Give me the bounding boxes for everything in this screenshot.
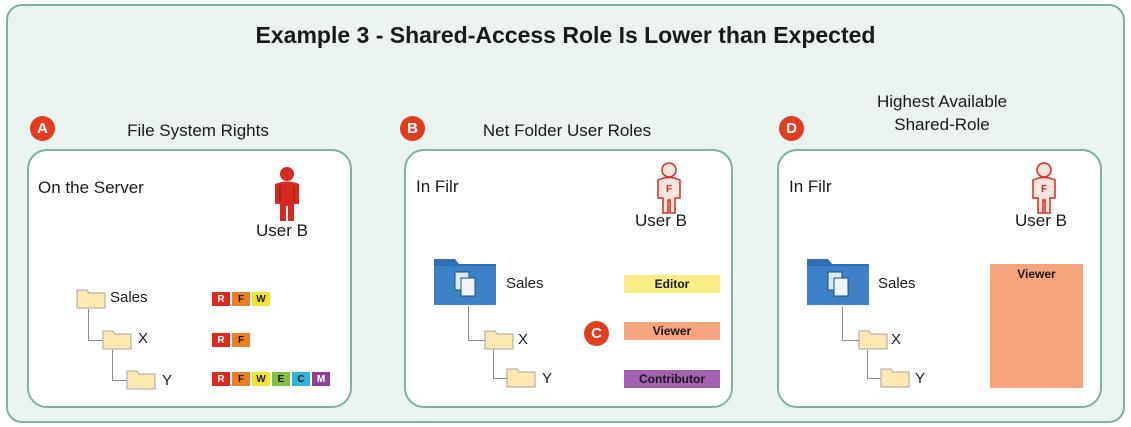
folder-icon bbox=[506, 368, 536, 388]
svg-text:F: F bbox=[1041, 184, 1047, 195]
folder-label: Y bbox=[542, 370, 553, 387]
tree-connector bbox=[468, 306, 485, 341]
panel-d-user: User B bbox=[1015, 211, 1067, 230]
tree-connector bbox=[842, 306, 859, 341]
folder-label: Sales bbox=[878, 275, 916, 292]
rights-sales: R F W bbox=[212, 292, 270, 306]
svg-text:F: F bbox=[666, 184, 672, 195]
folder-label: X bbox=[891, 331, 902, 348]
folder-label: Y bbox=[915, 370, 926, 387]
role-viewer-block: Viewer bbox=[990, 264, 1083, 388]
badge-c: C bbox=[584, 321, 609, 346]
tree-connector bbox=[493, 350, 507, 379]
panel-d-location: In Filr bbox=[789, 177, 832, 196]
folder-icon bbox=[76, 289, 106, 309]
right-r: R bbox=[212, 333, 230, 347]
badge-d: D bbox=[779, 116, 804, 141]
tree-connector bbox=[112, 350, 127, 381]
right-w: W bbox=[252, 292, 270, 306]
panel-b-user: User B bbox=[635, 211, 687, 230]
badge-b: B bbox=[400, 116, 425, 141]
user-icon-outline: F bbox=[657, 162, 681, 214]
panel-d-heading-line2: Shared-Role bbox=[894, 115, 990, 134]
folder-icon bbox=[126, 370, 156, 390]
folder-label: Y bbox=[162, 372, 173, 389]
role-contributor: Contributor bbox=[624, 370, 720, 388]
folder-icon bbox=[102, 330, 132, 350]
folder-label: X bbox=[138, 330, 149, 347]
tree-connector bbox=[88, 309, 103, 341]
folder-icon bbox=[484, 330, 514, 350]
badge-a: A bbox=[30, 116, 55, 141]
panel-d-heading-line1: Highest Available bbox=[876, 92, 1008, 111]
rights-y: R F W E C M bbox=[212, 372, 330, 386]
folder-label: Sales bbox=[506, 275, 544, 292]
folder-label: Sales bbox=[110, 289, 148, 306]
panel-b-location: In Filr bbox=[416, 177, 459, 196]
folder-icon bbox=[858, 330, 888, 350]
user-icon-red bbox=[275, 167, 299, 221]
right-m: M bbox=[312, 372, 330, 386]
folder-icon bbox=[880, 368, 910, 388]
diagram-title: Example 3 - Shared-Access Role Is Lower … bbox=[255, 22, 876, 48]
right-f: F bbox=[232, 292, 250, 306]
rights-x: R F bbox=[212, 333, 250, 347]
right-r: R bbox=[212, 372, 230, 386]
panel-a-heading: File System Rights bbox=[127, 121, 269, 140]
right-w: W bbox=[252, 372, 270, 386]
right-e: E bbox=[272, 372, 290, 386]
panel-a-user: User B bbox=[256, 221, 308, 240]
panel-a-location: On the Server bbox=[38, 178, 144, 197]
user-icon-outline: F bbox=[1032, 162, 1056, 214]
role-editor: Editor bbox=[624, 275, 720, 293]
net-folder-icon bbox=[807, 259, 869, 305]
folder-label: X bbox=[518, 331, 529, 348]
role-viewer: Viewer bbox=[624, 322, 720, 340]
panel-b-heading: Net Folder User Roles bbox=[482, 121, 652, 140]
right-r: R bbox=[212, 292, 230, 306]
right-c: C bbox=[292, 372, 310, 386]
right-f: F bbox=[232, 372, 250, 386]
right-f: F bbox=[232, 333, 250, 347]
net-folder-icon bbox=[434, 259, 496, 305]
tree-connector bbox=[867, 350, 881, 379]
